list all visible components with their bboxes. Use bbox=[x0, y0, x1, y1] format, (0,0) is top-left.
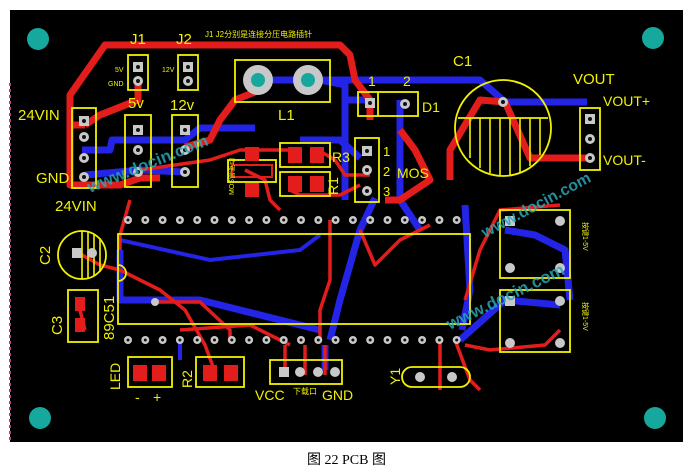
label-c2: C2 bbox=[37, 246, 54, 265]
mcu-pins-top bbox=[124, 216, 461, 224]
mcu-pin-hole bbox=[178, 338, 182, 342]
mcu-pin-hole bbox=[403, 218, 407, 222]
mcu-pin-hole bbox=[368, 218, 372, 222]
label-c3: C3 bbox=[49, 316, 66, 335]
mcu-pin-hole bbox=[143, 218, 147, 222]
mcu-pin-hole bbox=[282, 338, 286, 342]
mcu-pin-hole bbox=[247, 218, 251, 222]
label-5v: 5v bbox=[128, 95, 144, 112]
label-m1: 1 bbox=[383, 144, 390, 159]
mcu-pin-hole bbox=[334, 338, 338, 342]
mcu-pin-hole bbox=[316, 338, 320, 342]
label-vout: VOUT bbox=[573, 71, 615, 88]
label-chip: 89C51 bbox=[101, 296, 118, 340]
mcu-pin-hole bbox=[178, 218, 182, 222]
pad-holes bbox=[82, 65, 592, 193]
mount-hole bbox=[644, 407, 666, 429]
label-gnd2: GND bbox=[322, 387, 353, 403]
label-12v: 12v bbox=[170, 97, 195, 114]
mount-hole bbox=[27, 28, 49, 50]
label-p1: 1 bbox=[368, 73, 376, 89]
mcu-pin-hole bbox=[403, 338, 407, 342]
mcu-pin-hole bbox=[386, 218, 389, 222]
mcu-pin-hole bbox=[195, 338, 199, 342]
label-mos: MOS bbox=[397, 165, 429, 181]
mcu-pin-hole bbox=[195, 218, 199, 222]
label-d1: D1 bbox=[422, 99, 440, 115]
label-note: J1 J2分别是连接分压电路插针 bbox=[205, 29, 312, 39]
mcu-pin-hole bbox=[368, 338, 372, 342]
mcu-pin-hole bbox=[420, 338, 424, 342]
mcu-pin-hole bbox=[351, 218, 355, 222]
mcu-pin-hole bbox=[351, 338, 355, 342]
labels: J1 J2 J1 J2分别是连接分压电路插针 5V GND 12V 5v 12v… bbox=[18, 29, 650, 405]
label-p2: 2 bbox=[403, 73, 411, 89]
label-voutm: VOUT- bbox=[603, 152, 646, 168]
label-r2: R2 bbox=[179, 370, 195, 388]
label-24vin-b: 24VIN bbox=[55, 198, 97, 215]
mcu-pin-hole bbox=[213, 338, 216, 342]
figure-caption: 图 22 PCB 图 bbox=[307, 453, 386, 468]
label-led: LED bbox=[107, 363, 123, 390]
mcu-pin-hole bbox=[334, 218, 338, 222]
mcu-pin-hole bbox=[161, 338, 165, 342]
mcu-pin-hole bbox=[126, 338, 130, 342]
label-l1: L1 bbox=[278, 107, 295, 124]
mcu-pin-hole bbox=[264, 218, 268, 222]
mcu-pin-hole bbox=[143, 338, 147, 342]
label-y1: Y1 bbox=[387, 368, 403, 385]
label-j1: J1 bbox=[130, 31, 146, 48]
mcu-pin-hole bbox=[420, 218, 424, 222]
label-c1: C1 bbox=[453, 53, 472, 70]
label-switch1: 按键1-5V bbox=[581, 222, 590, 251]
mcu-pin-hole bbox=[455, 218, 459, 222]
mount-hole bbox=[642, 27, 664, 49]
mcu-pin-hole bbox=[316, 218, 320, 222]
label-vcc: VCC bbox=[255, 387, 285, 403]
label-minus: - bbox=[135, 389, 140, 405]
mcu-pin-hole bbox=[161, 218, 165, 222]
label-r1: R1 bbox=[325, 177, 341, 195]
label-mos-driver: MOS管驱动 bbox=[227, 158, 236, 195]
mcu-pin-hole bbox=[282, 218, 286, 222]
mcu-pins-bottom bbox=[124, 336, 461, 344]
mcu-pin-hole bbox=[299, 218, 303, 222]
label-24vin: 24VIN bbox=[18, 107, 60, 124]
mcu-pin-hole bbox=[213, 218, 216, 222]
label-download: 下载口 bbox=[293, 386, 317, 396]
mcu-pin-hole bbox=[126, 218, 130, 222]
label-m3: 3 bbox=[383, 184, 390, 199]
label-j2: J2 bbox=[176, 31, 192, 48]
mcu-pin-hole bbox=[230, 218, 234, 222]
mcu-pin-hole bbox=[299, 338, 303, 342]
label-j5v: 5V bbox=[115, 67, 124, 74]
silkscreen bbox=[57, 54, 601, 388]
mount-hole bbox=[29, 407, 51, 429]
mcu-pin-hole bbox=[247, 338, 251, 342]
label-plus: + bbox=[153, 389, 161, 405]
mcu-pin-hole bbox=[230, 338, 234, 342]
label-gnd: GND bbox=[36, 170, 70, 187]
label-voutp: VOUT+ bbox=[603, 93, 650, 109]
mcu-pin-hole bbox=[437, 338, 441, 342]
mcu-pin-hole bbox=[386, 338, 389, 342]
mcu-pin-hole bbox=[437, 218, 441, 222]
mcu-pin-hole bbox=[455, 338, 459, 342]
label-switch2: 按键1-5V bbox=[581, 302, 590, 331]
mcu-pin-hole bbox=[264, 338, 268, 342]
smd-pads bbox=[75, 147, 324, 381]
label-m2: 2 bbox=[383, 164, 390, 179]
label-j12v: 12V bbox=[162, 67, 175, 74]
label-r3: R3 bbox=[332, 149, 350, 165]
label-jgnd: GND bbox=[108, 81, 124, 88]
